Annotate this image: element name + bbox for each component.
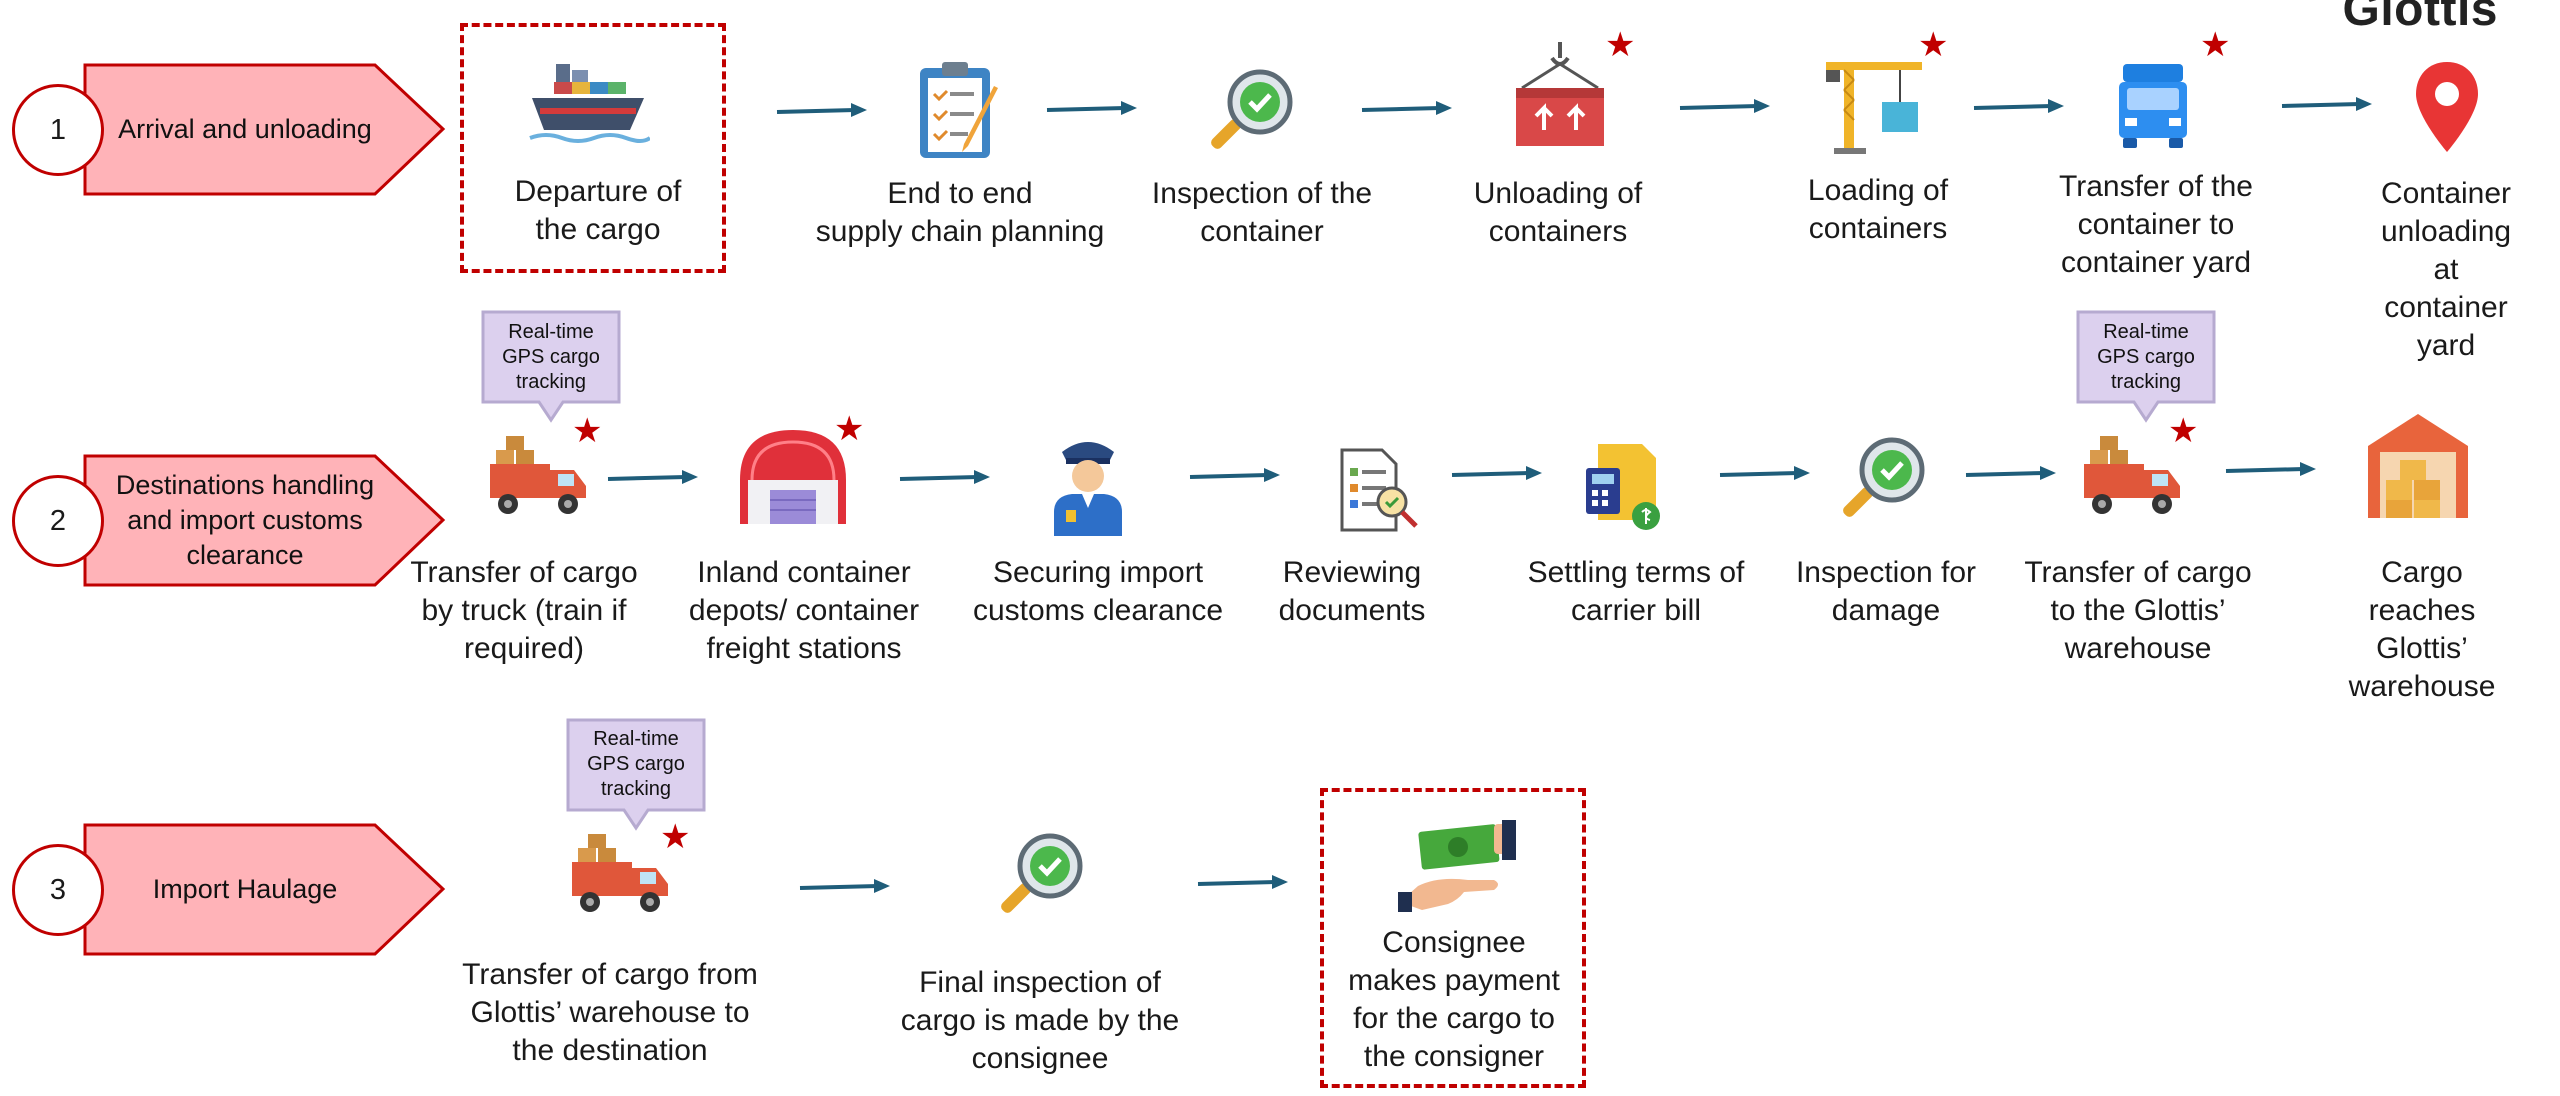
flow-arrow bbox=[1719, 466, 1810, 480]
step-label: Consignee makes payment for the cargo to… bbox=[1348, 926, 1560, 1074]
flow-arrow bbox=[799, 879, 890, 893]
step-label: Final inspection of cargo is made by the… bbox=[900, 966, 1180, 1076]
phase-1-number: 1 bbox=[12, 84, 104, 176]
gps-tracking-text: Real-time GPS cargo tracking bbox=[2097, 321, 2195, 393]
phase-3-number: 3 bbox=[12, 844, 104, 936]
flow-arrow bbox=[1197, 875, 1288, 889]
flow-arrow bbox=[1965, 466, 2056, 480]
glottis-logo: Glottis bbox=[2342, 0, 2498, 36]
flow-arrow bbox=[2225, 462, 2316, 476]
phase-2-label: Destinations handling and import customs… bbox=[115, 469, 375, 571]
delivery-truck-icon bbox=[490, 436, 586, 514]
phase-1-arrow bbox=[83, 63, 446, 196]
flow-arrow bbox=[1451, 466, 1542, 480]
star-icon: ★ bbox=[1605, 26, 1636, 64]
step-label: End to end supply chain planning bbox=[815, 177, 1105, 249]
crane-icon bbox=[1826, 62, 1922, 154]
payment-hand-icon bbox=[1398, 820, 1516, 912]
flow-arrow bbox=[1361, 101, 1452, 115]
gps-tracking-callout bbox=[481, 310, 621, 423]
gps-tracking-callout bbox=[566, 718, 706, 831]
phase-1-label: Arrival and unloading bbox=[118, 113, 372, 144]
phase-3-arrow bbox=[83, 823, 446, 956]
magnifier-check-icon bbox=[1211, 69, 1293, 149]
step-label: Unloading of containers bbox=[1473, 177, 1643, 249]
phase-2-number: 2 bbox=[12, 475, 104, 567]
delivery-truck-icon bbox=[572, 834, 668, 912]
clipboard-checklist-icon bbox=[920, 62, 998, 158]
star-icon: ★ bbox=[834, 410, 865, 448]
step-label: Inspection for damage bbox=[1795, 556, 1977, 628]
flow-arrow bbox=[2281, 97, 2372, 111]
step-label: Loading of containers bbox=[1807, 174, 1949, 246]
cargo-ship-icon bbox=[529, 64, 650, 143]
phase-3-label: Import Haulage bbox=[152, 873, 338, 904]
star-icon: ★ bbox=[1918, 26, 1949, 64]
flow-arrow bbox=[1046, 101, 1137, 115]
step-label: Cargo reaches Glottis’ warehouse bbox=[2348, 556, 2496, 704]
location-pin-icon bbox=[2416, 62, 2478, 152]
step-label: Inspection of the container bbox=[1151, 177, 1373, 249]
magnifier-check-icon bbox=[1843, 437, 1925, 517]
step-label: Transfer of cargo to the Glottis’ wareho… bbox=[2024, 556, 2252, 666]
truck-icon bbox=[2119, 64, 2187, 148]
highlight-box-payment bbox=[1320, 788, 1586, 1088]
bill-calculator-icon bbox=[1586, 444, 1660, 530]
step-label: Reviewing documents bbox=[1278, 556, 1426, 628]
document-review-icon bbox=[1340, 448, 1418, 532]
step-label: Securing import customs clearance bbox=[972, 556, 1224, 628]
step-label: Transfer of the container to container y… bbox=[2059, 170, 2253, 280]
delivery-truck-icon bbox=[2084, 436, 2180, 514]
step-label: Inland container depots/ container freig… bbox=[688, 556, 920, 666]
highlight-box-departure bbox=[460, 23, 726, 273]
step-label: Settling terms of carrier bill bbox=[1527, 556, 1745, 628]
depot-icon bbox=[740, 430, 846, 524]
flow-arrow bbox=[776, 103, 867, 117]
flow-arrow bbox=[1679, 99, 1770, 113]
magnifier-check-icon bbox=[1001, 833, 1083, 913]
step-label: Container unloading at container yard bbox=[2380, 177, 2512, 363]
flow-arrow bbox=[607, 470, 698, 484]
step-label: Transfer of cargo by truck (train if req… bbox=[410, 556, 638, 666]
gps-tracking-callout bbox=[2076, 310, 2216, 423]
star-icon: ★ bbox=[572, 412, 603, 450]
star-icon: ★ bbox=[2168, 412, 2199, 450]
customs-officer-icon bbox=[1054, 442, 1122, 536]
flow-arrow bbox=[899, 470, 990, 484]
phase-2-arrow bbox=[83, 454, 446, 587]
star-icon: ★ bbox=[660, 818, 691, 856]
step-label: Transfer of cargo from Glottis’ warehous… bbox=[462, 958, 758, 1068]
warehouse-icon bbox=[2368, 414, 2468, 518]
gps-tracking-text: Real-time GPS cargo tracking bbox=[587, 728, 685, 800]
container-hook-icon bbox=[1516, 42, 1604, 146]
gps-tracking-text: Real-time GPS cargo tracking bbox=[502, 321, 600, 393]
flow-arrow bbox=[1973, 99, 2064, 113]
star-icon: ★ bbox=[2200, 26, 2231, 64]
flow-arrow bbox=[1189, 468, 1280, 482]
step-label: Departure of the cargo bbox=[514, 175, 682, 247]
